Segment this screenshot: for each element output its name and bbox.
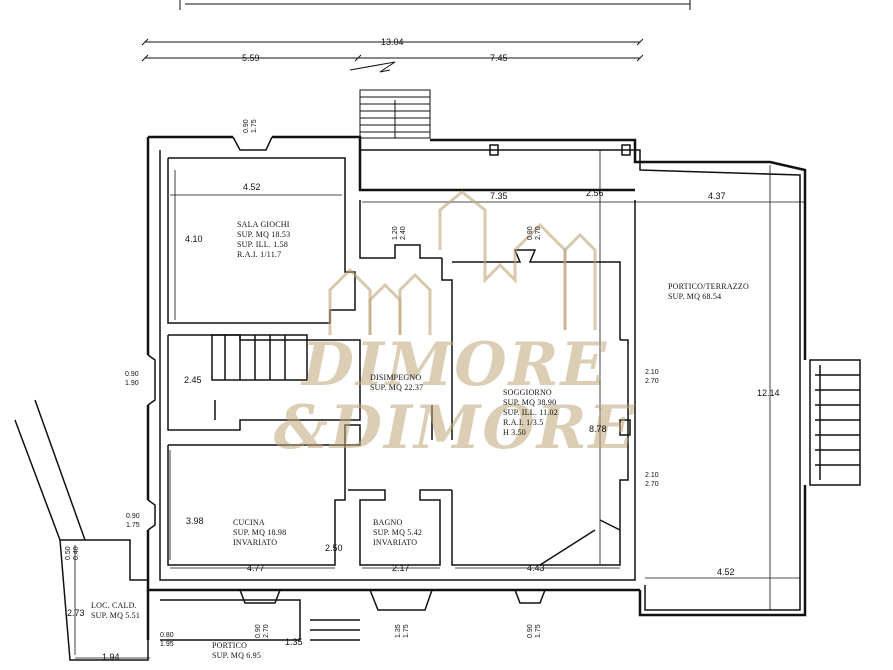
- room-portico: [160, 599, 301, 641]
- sala-ill: SUP. ILL. 1.58: [237, 240, 289, 249]
- window-width: 0.90: [527, 624, 534, 638]
- portico-name: PORTICO: [212, 641, 248, 650]
- dim-left-width: 5.59: [242, 53, 260, 63]
- bagno-name: BAGNO: [373, 518, 403, 527]
- dim-portico-bottom-width: 4.52: [717, 567, 735, 577]
- soggiorno-sup: SUP. MQ 38.90: [503, 398, 557, 407]
- cucina-sup: SUP. MQ 18.98: [233, 528, 287, 537]
- dim-corridor-width: 7.35: [490, 191, 508, 201]
- bagno-note: INVARIATO: [373, 538, 418, 547]
- window-width: 0.90: [243, 119, 250, 133]
- soggiorno-rai: R.A.I. 1/3.5: [503, 418, 544, 427]
- sala-rai: R.A.I. 1/11.7: [237, 250, 282, 259]
- window-height: 1.75: [403, 624, 410, 638]
- portico-sup: SUP. MQ 6.95: [212, 651, 262, 660]
- dim-soggiorno-height: 8.78: [589, 424, 607, 434]
- window-height: 2.40: [400, 226, 407, 240]
- portico-terrazzo-sup: SUP. MQ 68.54: [668, 292, 722, 301]
- window-width: 0.90: [126, 513, 140, 520]
- room-sala-giochi: [167, 157, 356, 324]
- dim-stair-height: 2.45: [184, 375, 202, 385]
- internal-stairs: [211, 334, 308, 420]
- window-height: 1.75: [535, 624, 542, 638]
- cucina-name: CUCINA: [233, 518, 265, 527]
- watermark-line-2: &DIMORE: [273, 393, 637, 463]
- sala-name: SALA GIOCHI: [237, 220, 290, 229]
- window-height: 1.95: [160, 641, 174, 648]
- window-height: 2.70: [645, 378, 659, 385]
- window-height: 1.90: [125, 380, 139, 387]
- window-height: 1.75: [251, 119, 258, 133]
- window-height: 2.70: [535, 226, 542, 240]
- window-width: 1.35: [395, 624, 402, 638]
- inner-wall-outline: [159, 150, 636, 581]
- soggiorno-h: H 3.50: [503, 428, 526, 437]
- window-width: 0.90: [125, 371, 139, 378]
- disimpegno-sup: SUP. MQ 22.37: [370, 383, 424, 392]
- loc-cald-name: LOC. CALD.: [91, 601, 137, 610]
- soggiorno-ill: SUP. ILL. 11.02: [503, 408, 558, 417]
- window-width: 1.20: [392, 226, 399, 240]
- dim-soggiorno-width: 4.43: [527, 563, 545, 573]
- dim-cucina-width: 4.77: [247, 563, 265, 573]
- window-width: 0.80: [160, 632, 174, 639]
- dim-portico-height: 12.14: [757, 388, 780, 398]
- entrance-stairs: [359, 89, 431, 139]
- dim-cucina-height: 3.98: [186, 516, 204, 526]
- portico-terrazzo-name: PORTICO/TERRAZZO: [668, 282, 749, 291]
- loc-cald-sup: SUP. MQ 5.51: [91, 611, 141, 620]
- dimension-lines: [74, 150, 805, 659]
- room-bagno: [348, 489, 452, 566]
- room-loc-cald: [59, 539, 149, 661]
- dim-total-width: 13.04: [381, 37, 404, 47]
- window-height: 2.70: [263, 624, 270, 638]
- dim-portico-small-height: 1.35: [285, 637, 303, 647]
- window-width: 0.90: [527, 226, 534, 240]
- window-width: 2.10: [645, 472, 659, 479]
- window-width: 2.10: [645, 369, 659, 376]
- cucina-note: INVARIATO: [233, 538, 278, 547]
- room-cucina: [167, 424, 361, 566]
- dim-corridor-right: 2.56: [586, 188, 604, 198]
- window-width: 0.50: [65, 546, 72, 560]
- dim-loc-height: 2.73: [67, 608, 85, 618]
- dim-sala-height: 4.10: [185, 234, 203, 244]
- watermark-logo-houses: [328, 190, 597, 335]
- disimpegno-name: DISIMPEGNO: [370, 373, 422, 382]
- portico-stairs: [809, 359, 861, 486]
- dim-cucina-right: 2.50: [325, 543, 343, 553]
- window-height: 0.40: [73, 546, 80, 560]
- window-height: 2.70: [645, 481, 659, 488]
- north-arrow: [349, 61, 396, 73]
- window-height: 1.75: [126, 522, 140, 529]
- soggiorno-name: SOGGIORNO: [503, 388, 552, 397]
- watermark-text: DIMORE &DIMORE: [230, 332, 680, 458]
- dim-sala-width: 4.52: [243, 182, 261, 192]
- room-soggiorno: [452, 249, 621, 340]
- dim-bagno-width: 2.17: [392, 563, 410, 573]
- bagno-sup: SUP. MQ 5.42: [373, 528, 423, 537]
- window-width: 0.90: [255, 624, 262, 638]
- dim-portico-small-width: 1.94: [102, 652, 120, 662]
- sala-sup: SUP. MQ 18.53: [237, 230, 291, 239]
- watermark-line-1: DIMORE: [301, 330, 609, 400]
- dim-right-width: 7.45: [490, 53, 508, 63]
- dim-portico-width: 4.37: [708, 191, 726, 201]
